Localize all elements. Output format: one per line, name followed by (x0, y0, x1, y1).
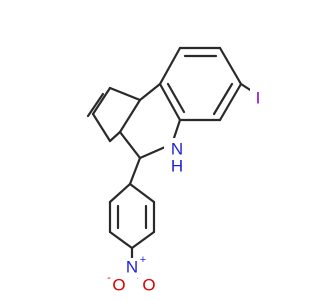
bond (118, 98, 142, 134)
bond (158, 82, 182, 122)
bond (158, 46, 182, 86)
bond (212, 82, 234, 116)
bond (108, 230, 134, 250)
bond (130, 230, 156, 250)
iodine-label: I (256, 88, 261, 107)
bond (108, 86, 142, 102)
bond (218, 82, 243, 122)
nitro-oxygen-right-label: O (142, 275, 155, 294)
bond (166, 82, 186, 114)
nitro-oxygen-left-label: O (112, 275, 125, 294)
amine-nitrogen-label: N (171, 139, 183, 158)
bond (86, 92, 105, 118)
bond (128, 182, 156, 204)
bond (108, 182, 132, 204)
bond (91, 86, 112, 116)
bond (118, 130, 142, 160)
bond (91, 112, 112, 143)
nitro-nitrogen-charge: + (140, 254, 146, 266)
bond (218, 46, 243, 86)
molecule-structure: I N H N + O - O (86, 46, 261, 295)
bond (128, 156, 142, 186)
bond (138, 82, 162, 102)
bond (108, 130, 122, 143)
nitro-nitrogen-label: N (126, 257, 138, 276)
amine-hydrogen-label: H (171, 156, 183, 175)
nitro-oxygen-left-charge: - (107, 272, 111, 284)
benzene-ring-top (158, 46, 243, 122)
nitrophenyl-ring (108, 156, 156, 267)
cyclopentene-ring (86, 86, 142, 143)
